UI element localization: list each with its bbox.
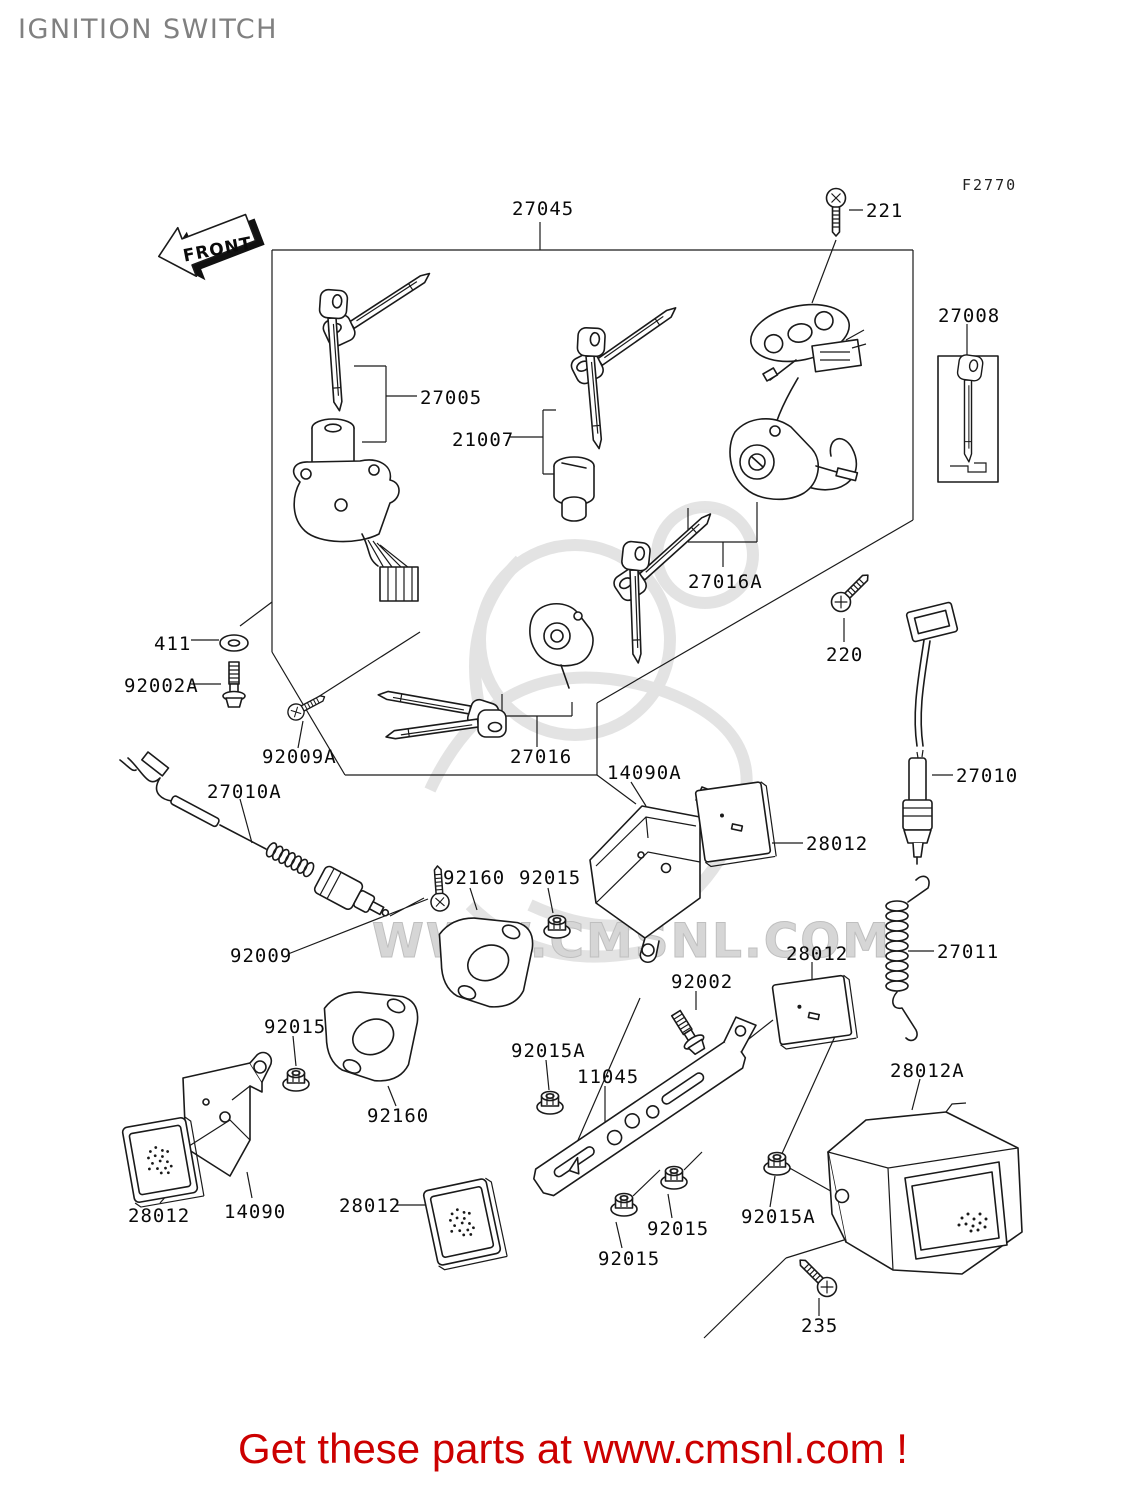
part-label-411: 411 (154, 633, 191, 655)
switch-27010-drawing (902, 601, 959, 865)
cover-28012A-drawing (827, 1102, 1023, 1275)
part-label-28012-3: 28012 (128, 1205, 190, 1227)
nut-92015-4-drawing (660, 1165, 688, 1190)
part-labels: 27045 221 27008 27005 21007 27016A 220 4… (124, 198, 1018, 1337)
part-label-27045: 27045 (512, 198, 574, 220)
bracket-221-drawing (749, 303, 867, 491)
part-label-27008: 27008 (938, 305, 1000, 327)
bolt-92002-drawing (665, 1006, 710, 1058)
bracket-11045-drawing (533, 1016, 757, 1197)
part-label-27005: 27005 (420, 387, 482, 409)
nut-92015-2-drawing (282, 1067, 310, 1092)
assembly-box-lines (159, 209, 968, 1339)
part-label-27010A: 27010A (207, 781, 282, 803)
plate-28012-1-drawing (694, 781, 777, 868)
part-label-28012A: 28012A (890, 1060, 965, 1082)
page-title: IGNITION SWITCH (18, 14, 278, 45)
front-arrow: FRONT (157, 213, 265, 281)
part-label-220: 220 (826, 644, 863, 666)
part-label-92009A: 92009A (262, 746, 337, 768)
part-label-28012-2: 28012 (786, 943, 848, 965)
part-label-92015-2: 92015 (264, 1016, 326, 1038)
nut-92015-1-drawing (543, 914, 571, 939)
nut-92015A-1-drawing (536, 1090, 564, 1115)
part-label-27016A: 27016A (688, 571, 763, 593)
nut-92015A-2-drawing (763, 1151, 791, 1176)
part-label-92009: 92009 (230, 945, 292, 967)
figure-code: F2770 (962, 176, 1017, 194)
part-label-28012-1: 28012 (806, 833, 868, 855)
part-label-92160-1: 92160 (443, 867, 505, 889)
part-label-92002A: 92002A (124, 675, 199, 697)
part-label-92015A-2: 92015A (741, 1206, 816, 1228)
part-label-27010: 27010 (956, 765, 1018, 787)
cable-27010A-drawing (119, 751, 390, 917)
spring-27011-drawing (885, 875, 930, 1042)
part-label-92015-3: 92015 (598, 1248, 660, 1270)
part-label-92015-1: 92015 (519, 867, 581, 889)
plate-28012-2-drawing (771, 974, 858, 1050)
lock-27016A-drawing (607, 417, 859, 665)
gasket-92160-2-drawing (317, 981, 429, 1091)
screw-221-drawing (825, 187, 847, 237)
part-label-27011: 27011 (937, 941, 999, 963)
part-label-14090A: 14090A (607, 762, 682, 784)
key-27008-drawing (937, 353, 999, 483)
lock-cylinder-21007-drawing (553, 293, 685, 522)
bolt-92002A-drawing (222, 661, 246, 708)
part-label-92015A-1: 92015A (511, 1040, 586, 1062)
part-label-92160-2: 92160 (367, 1105, 429, 1127)
part-label-28012-4: 28012 (339, 1195, 401, 1217)
screw-235-drawing (792, 1252, 842, 1302)
part-label-92002: 92002 (671, 971, 733, 993)
reflector-28012-4-drawing (421, 1176, 508, 1272)
ignition-switch-27005-drawing (292, 258, 438, 602)
bracket-14090-drawing (182, 1051, 273, 1177)
footer-promo-text: Get these parts at www.cmsnl.com ! (238, 1425, 908, 1472)
part-label-221: 221 (866, 200, 903, 222)
part-label-14090: 14090 (224, 1201, 286, 1223)
part-label-235: 235 (801, 1315, 838, 1337)
lock-27016-drawing (374, 602, 594, 755)
washer-411-drawing (219, 634, 249, 652)
nut-92015-3-drawing (610, 1192, 638, 1217)
part-label-21007: 21007 (452, 429, 514, 451)
part-label-92015-4: 92015 (647, 1218, 709, 1240)
part-label-11045: 11045 (577, 1066, 639, 1088)
part-label-27016: 27016 (510, 746, 572, 768)
screw-220-drawing (826, 567, 876, 617)
